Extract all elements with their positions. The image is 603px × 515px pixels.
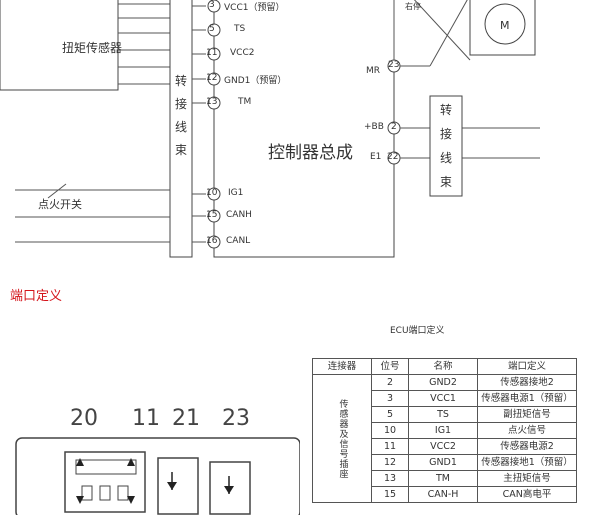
section-title: 端口定义 bbox=[10, 289, 63, 304]
motor-box bbox=[469, 0, 536, 56]
table-cell: 点火信号 bbox=[477, 422, 577, 439]
pin-name: TM bbox=[238, 97, 252, 107]
table-cell: GND2 bbox=[408, 374, 478, 391]
limit-label: 右停 bbox=[405, 1, 421, 11]
table-row: 传感器及信号插座 2 GND2 传感器接地2 bbox=[312, 374, 577, 503]
pin-num: 15 bbox=[206, 210, 218, 220]
pin-name: TS bbox=[234, 24, 246, 34]
table-cell: 传感器接地1（预留） bbox=[477, 454, 577, 471]
table-cell: CAN-H bbox=[408, 486, 478, 503]
pin-num: 23 bbox=[388, 60, 400, 70]
table-cell: 主扭矩信号 bbox=[477, 470, 577, 487]
column-header: 连接器 bbox=[312, 358, 372, 375]
connector-label: 21 bbox=[172, 406, 200, 431]
table-cell: GND1 bbox=[408, 454, 478, 471]
pin-num: 22 bbox=[387, 152, 399, 162]
pin-num: 10 bbox=[206, 188, 218, 198]
motor-label: M bbox=[500, 19, 510, 32]
table-header-row: 连接器 位号 名称 端口定义 bbox=[312, 358, 577, 375]
pin-num: 5 bbox=[209, 24, 215, 34]
junction-left-char: 束 bbox=[175, 143, 188, 157]
table-cell: TM bbox=[408, 470, 478, 487]
pin-num: 2 bbox=[391, 122, 397, 132]
junction-right-char: 接 bbox=[440, 127, 453, 141]
pin-num: 3 bbox=[209, 0, 215, 10]
column-header: 端口定义 bbox=[477, 358, 577, 375]
table-cell: 11 bbox=[371, 438, 409, 455]
table-cell: CAN高电平 bbox=[477, 486, 577, 503]
junction-right-box bbox=[429, 95, 463, 197]
pin-name: E1 bbox=[370, 152, 382, 162]
connector-labels: 20 11 21 23 bbox=[0, 400, 300, 440]
controller-label: 控制器总成 bbox=[268, 143, 353, 163]
table-cell: 3 bbox=[371, 390, 409, 407]
pin-num: 16 bbox=[206, 236, 218, 246]
pin-name: GND1（预留） bbox=[224, 76, 287, 86]
junction-left-char: 线 bbox=[175, 120, 188, 134]
torque-sensor-label: 扭矩传感器 bbox=[62, 40, 122, 55]
table-cell: 5 bbox=[371, 406, 409, 423]
column-header: 名称 bbox=[408, 358, 478, 375]
pin-labels-left: 3 VCC1（预留） 5 TS 11 VCC2 12 GND1（预留） 13 T… bbox=[206, 0, 400, 246]
table-cell: 13 bbox=[371, 470, 409, 487]
table-cell: 2 bbox=[371, 374, 409, 391]
table-row: 13 TM 主扭矩信号 bbox=[313, 470, 577, 487]
junction-left-char: 转 bbox=[175, 74, 188, 88]
junction-left-box bbox=[169, 0, 193, 258]
table-row: 11 VCC2 传感器电源2 bbox=[313, 438, 577, 455]
table-cell: 15 bbox=[371, 486, 409, 503]
pin-name: MR bbox=[366, 66, 381, 76]
table-cell: 12 bbox=[371, 454, 409, 471]
table-cell: 10 bbox=[371, 422, 409, 439]
table-cell: 传感器电源2 bbox=[477, 438, 577, 455]
wiring-diagram: 扭矩传感器 bbox=[0, 0, 540, 258]
table-row: 15 CAN-H CAN高电平 bbox=[313, 486, 577, 503]
connector-diagram bbox=[15, 437, 300, 515]
table-cell: VCC1 bbox=[408, 390, 478, 407]
pin-name: +BB bbox=[364, 122, 384, 132]
connector-group-label: 传感器及信号插座 bbox=[312, 374, 372, 503]
pin-name: CANL bbox=[226, 236, 251, 246]
junction-left-char: 接 bbox=[175, 97, 188, 111]
column-header: 位号 bbox=[371, 358, 409, 375]
table-row: 12 GND1 传感器接地1（预留） bbox=[313, 454, 577, 471]
table-cell: 传感器电源1（预留） bbox=[477, 390, 577, 407]
connector-label: 20 bbox=[70, 406, 98, 431]
pin-name: IG1 bbox=[228, 188, 244, 198]
table-cell: TS bbox=[408, 406, 478, 423]
pin-num: 11 bbox=[206, 48, 218, 58]
ecu-port-table: 连接器 位号 名称 端口定义 传感器及信号插座 2 GND2 传感器接地2 3 … bbox=[312, 358, 577, 503]
pin-name: VCC2 bbox=[230, 48, 255, 58]
junction-right-label: 转 接 线 束 bbox=[440, 98, 454, 194]
torque-sensor-box bbox=[0, 0, 119, 91]
table-cell: VCC2 bbox=[408, 438, 478, 455]
ecu-table-title: ECU端口定义 bbox=[390, 326, 445, 336]
pin-num: 12 bbox=[206, 73, 218, 83]
connector-label: 23 bbox=[222, 406, 250, 431]
junction-right-char: 线 bbox=[440, 151, 453, 165]
ignition-label: 点火开关 bbox=[38, 197, 82, 211]
pin-num: 13 bbox=[206, 97, 218, 107]
junction-left-label: 转 接 线 束 bbox=[175, 70, 189, 162]
connector-label: 11 bbox=[132, 406, 160, 431]
table-cell: 副扭矩信号 bbox=[477, 406, 577, 423]
table-cell: 传感器接地2 bbox=[477, 374, 577, 391]
table-row: 10 IG1 点火信号 bbox=[313, 422, 577, 439]
pin-name: CANH bbox=[226, 210, 252, 220]
junction-right-char: 束 bbox=[440, 175, 453, 189]
junction-right-char: 转 bbox=[440, 103, 453, 117]
table-cell: IG1 bbox=[408, 422, 478, 439]
pin-name: VCC1（预留） bbox=[224, 3, 285, 13]
